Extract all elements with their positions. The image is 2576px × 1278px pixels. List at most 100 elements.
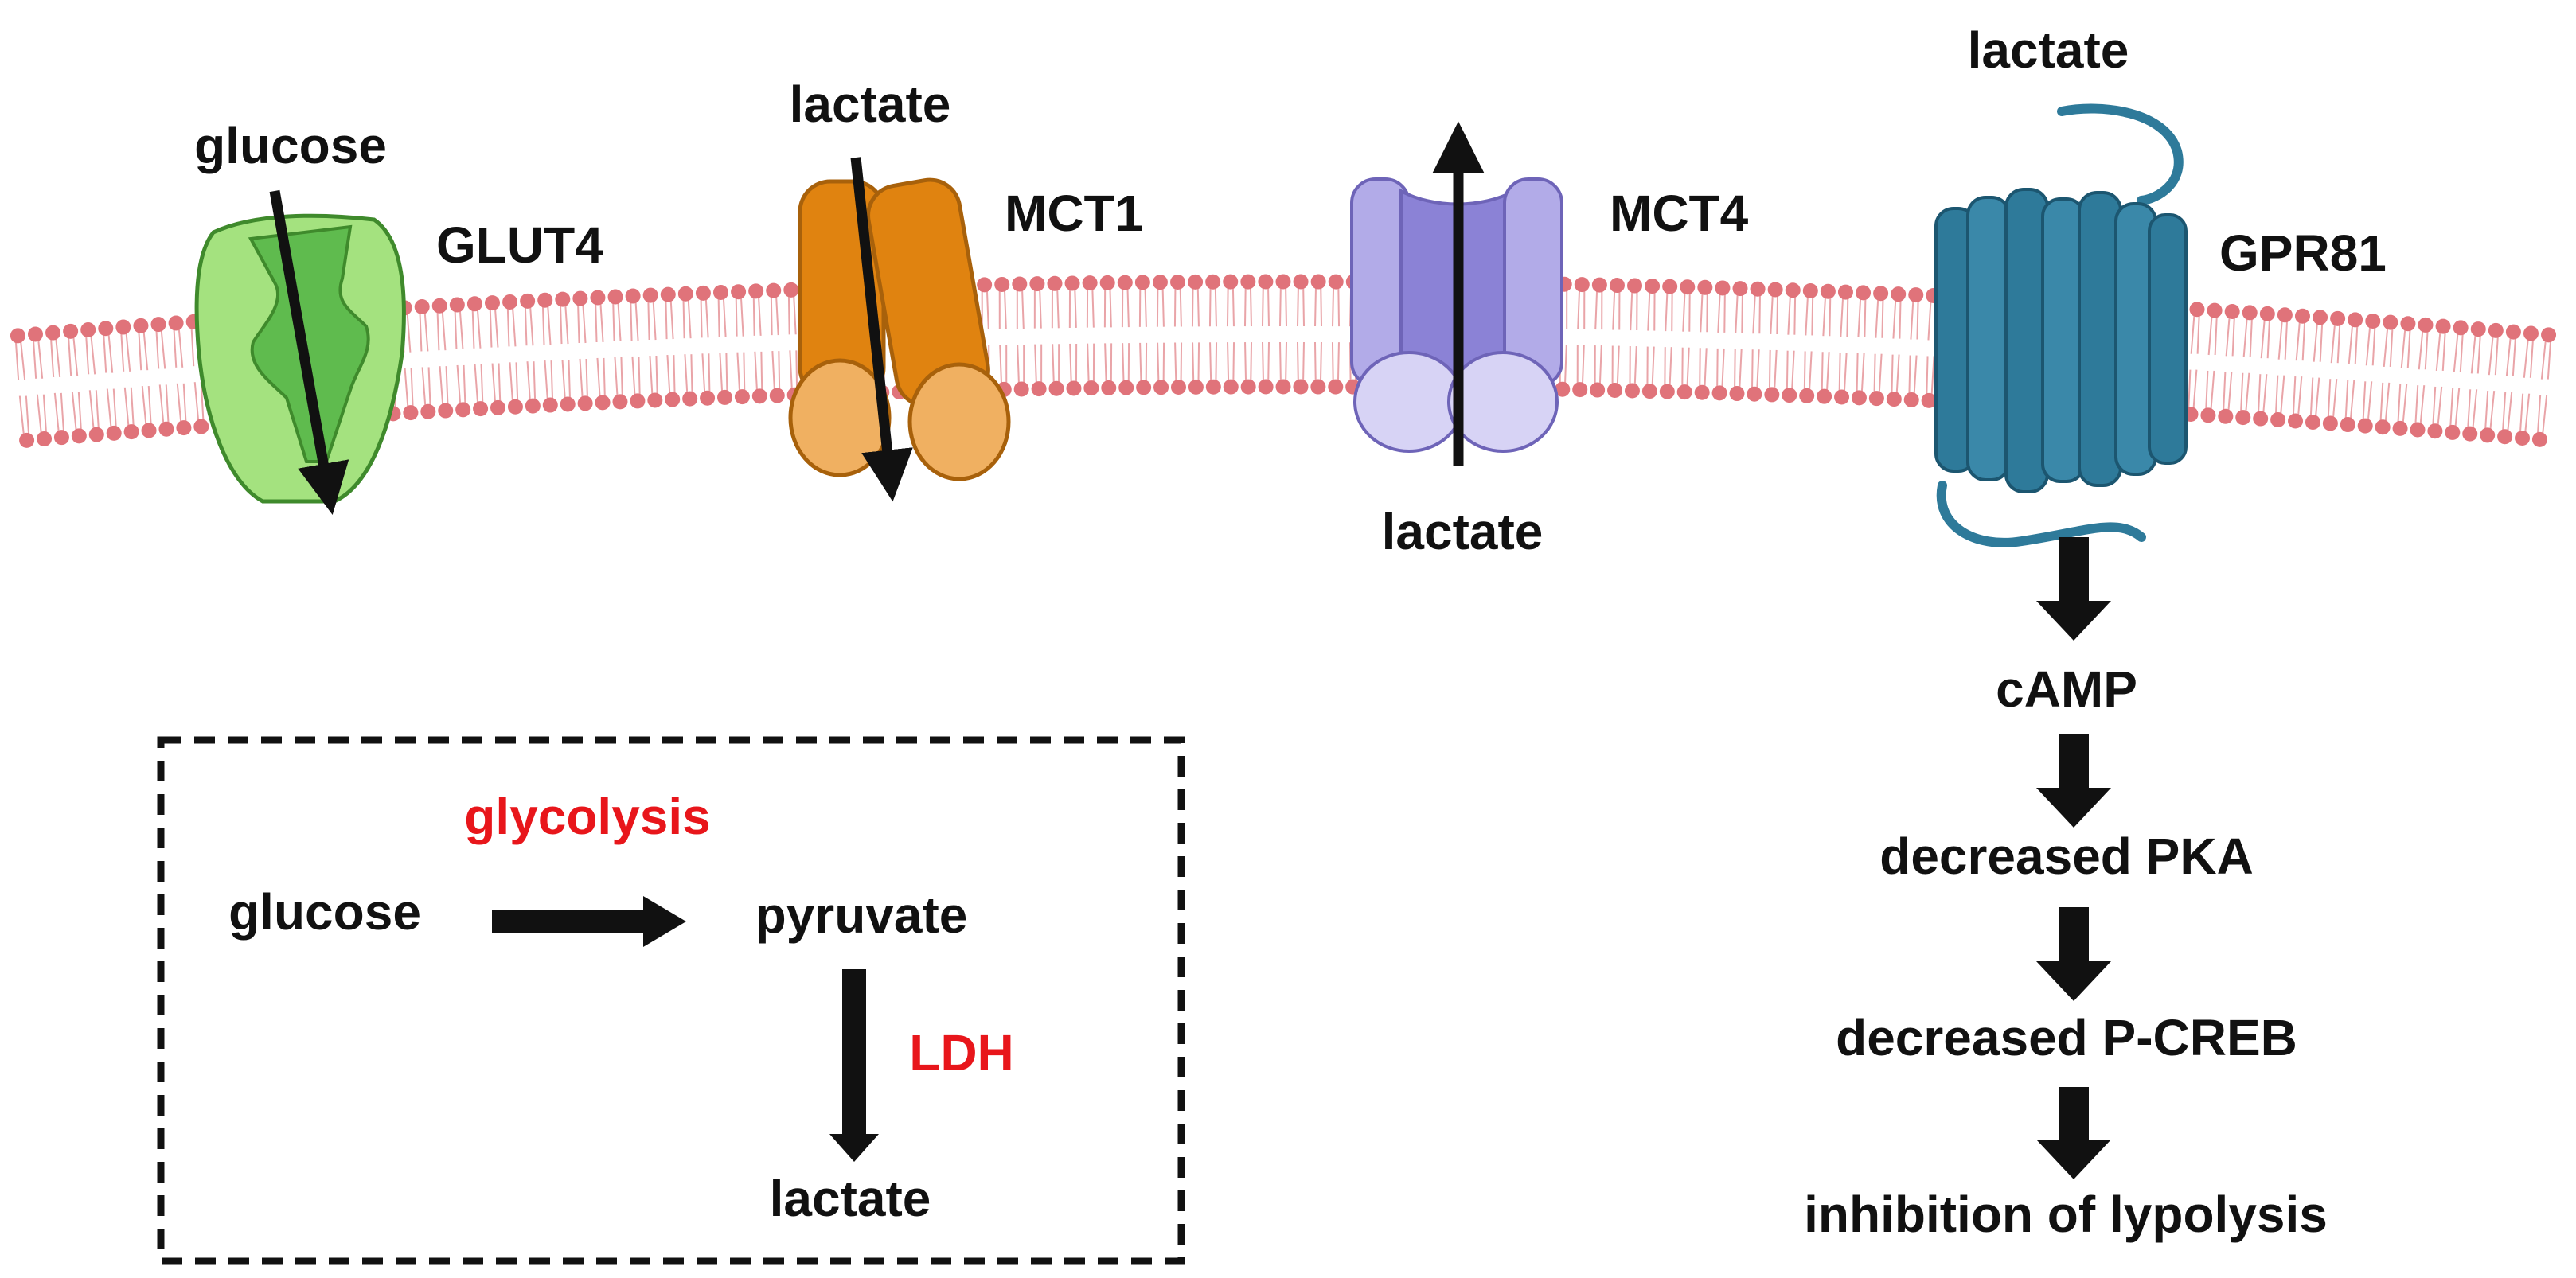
lipid-head: [2235, 410, 2251, 426]
lipid-head: [1711, 385, 1727, 401]
lipid-tail: [2476, 329, 2482, 374]
mct1-name-label: MCT1: [1005, 185, 1143, 242]
lipid-tail: [612, 296, 615, 341]
lipid-tail: [701, 353, 706, 399]
lipid-tail: [509, 362, 514, 407]
lipid-head: [1275, 274, 1291, 290]
lipid-head: [1680, 279, 1696, 295]
mct1-transport-arrow: [850, 157, 913, 502]
lipid-head: [665, 392, 681, 407]
lipid-tail: [1144, 282, 1147, 327]
lipid-tail: [1758, 289, 1762, 334]
lipid-head: [19, 432, 35, 448]
lipid-head: [1908, 287, 1924, 303]
lipid-tail: [1770, 289, 1774, 335]
lipid-tail: [2406, 323, 2411, 368]
lipid-tail: [735, 291, 738, 337]
lipid-tail: [2309, 377, 2314, 423]
lipid-head: [507, 399, 523, 415]
lipid-tail: [2389, 322, 2394, 368]
lipid-head: [168, 315, 184, 331]
lipid-tail: [2512, 332, 2517, 377]
lipid-head: [176, 420, 192, 436]
lipid-head: [1574, 277, 1590, 293]
lipid-tail: [1822, 291, 1827, 337]
lipid-tail: [474, 364, 479, 409]
lipid-head: [1873, 286, 1889, 302]
lipid-tail: [2536, 395, 2542, 440]
lipid-tail: [1811, 290, 1814, 336]
lipid-head: [1223, 274, 1239, 290]
lipid-tail: [1021, 283, 1025, 329]
lipid-tail: [77, 392, 83, 436]
lipid-tail: [427, 367, 431, 412]
lipid-tail: [1267, 342, 1270, 388]
lipid-head: [1310, 274, 1326, 290]
lipid-tail: [32, 333, 37, 379]
lipid-head: [1676, 384, 1692, 400]
lipid-tail: [2284, 314, 2289, 360]
pathway-lactate: lactate: [770, 1170, 931, 1227]
lipid-tail: [1196, 282, 1200, 327]
lipid-tail: [2506, 392, 2513, 437]
lipid-tail: [506, 302, 510, 347]
lipid-head: [449, 297, 465, 313]
lipid-tail: [1651, 346, 1655, 392]
lipid-tail: [123, 387, 131, 432]
lipid-tail: [1908, 355, 1911, 400]
lipid-tail: [2214, 310, 2219, 356]
lipid-head: [607, 289, 623, 305]
lipid-tail: [544, 360, 549, 406]
lipid-tail: [1700, 287, 1704, 333]
gpr81-intracellular-tail: [1936, 481, 2146, 547]
lipid-head: [403, 405, 419, 421]
lipid-head: [53, 430, 69, 446]
lipid-tail: [160, 324, 166, 369]
lipid-tail: [2431, 386, 2437, 431]
lipid-tail: [1752, 289, 1757, 334]
lipid-head: [1223, 379, 1239, 395]
lipid-tail: [1278, 281, 1282, 327]
lipid-tail: [1104, 343, 1107, 388]
gpr81-helix-7: [2148, 213, 2188, 465]
lipid-tail: [564, 299, 569, 345]
lipid-tail: [999, 345, 1003, 390]
lipid-head: [555, 291, 571, 307]
lipid-tail: [524, 301, 528, 346]
lipid-tail: [439, 366, 444, 411]
mct4-substrate-label: lactate: [1382, 503, 1544, 560]
lipid-tail: [2239, 372, 2244, 418]
lipid-head: [2515, 431, 2531, 446]
lipid-tail: [634, 295, 639, 341]
lipid-tail: [441, 306, 447, 351]
lipid-tail: [2383, 322, 2389, 368]
lipid-tail: [515, 362, 519, 407]
lipid-tail: [1313, 342, 1317, 388]
lipid-tail: [72, 331, 79, 376]
lipid-tail: [130, 387, 135, 432]
mct4-left-base: [1353, 351, 1465, 453]
lipid-tail: [2435, 326, 2442, 372]
gpr81-name-label: GPR81: [2219, 224, 2387, 282]
lipid-tail: [119, 326, 125, 372]
glycolysis-pathway-box: glycolysis glucose pyruvate LDH lactate: [157, 736, 1185, 1265]
lipid-tail: [1156, 282, 1159, 327]
lipid-tail: [1864, 292, 1867, 337]
lipid-head: [1834, 389, 1850, 405]
lipid-tail: [2494, 330, 2500, 376]
lipid-tail: [511, 302, 517, 347]
lipid-tail: [1910, 294, 1914, 340]
lipid-tail: [740, 291, 744, 337]
cascade-arrow-1: [2036, 537, 2111, 641]
gpr81-substrate-label: lactate: [1968, 21, 2129, 79]
lipid-tail: [2187, 369, 2192, 415]
lipid-tail: [1805, 290, 1809, 336]
lipid-tail: [1244, 342, 1247, 388]
lipid-tail: [1173, 282, 1177, 327]
lipid-tail: [1786, 350, 1789, 395]
lipid-tail: [410, 368, 414, 413]
lipid-head: [560, 396, 576, 412]
lipid-tail: [1139, 342, 1142, 388]
lipid-tail: [404, 368, 409, 413]
lipid-tail: [690, 354, 693, 399]
